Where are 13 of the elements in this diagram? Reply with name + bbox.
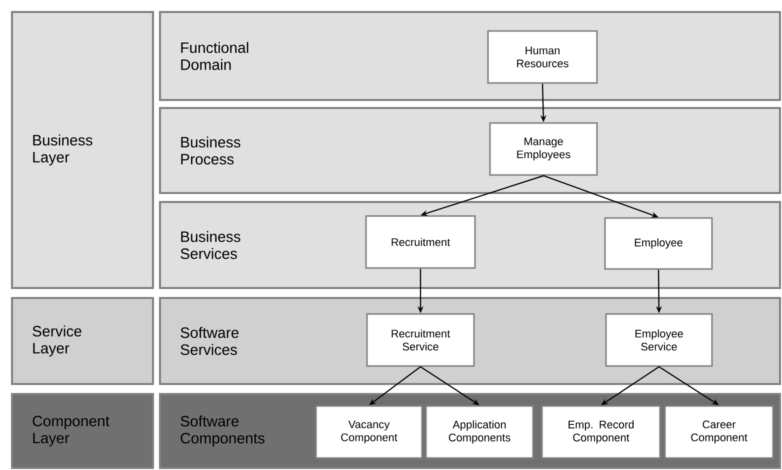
process-box: Vacancy Component — [315, 405, 423, 459]
layer-label-box: Service Layer — [11, 297, 154, 385]
process-box: Recruitment Service — [366, 313, 475, 367]
layer-label-box: Component Layer — [11, 393, 154, 469]
process-box: Recruitment — [365, 215, 476, 269]
process-box: Human Resources — [487, 30, 598, 84]
layer-label-box: Business Layer — [11, 11, 154, 289]
process-box: Manage Employees — [489, 122, 598, 176]
process-box: Application Components — [425, 405, 534, 459]
process-box: Employee — [604, 217, 713, 270]
process-box: Employee Service — [605, 313, 713, 367]
process-box: Career Component — [664, 405, 774, 459]
process-box: Emp. Record Component — [541, 405, 661, 459]
